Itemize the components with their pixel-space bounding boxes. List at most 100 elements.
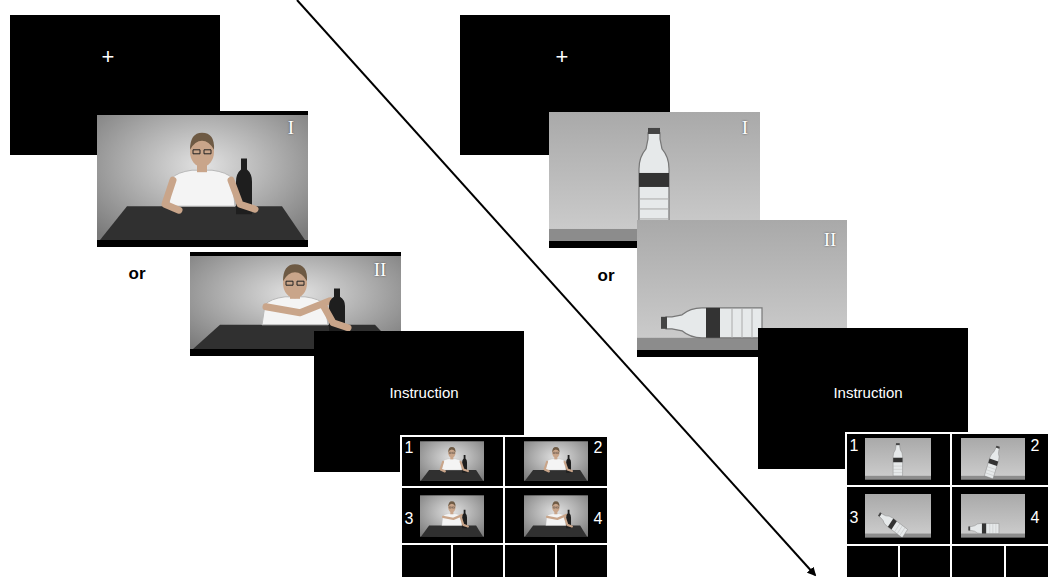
grid-ground	[400, 435, 609, 577]
floor	[961, 534, 1025, 540]
arm	[441, 462, 445, 471]
frame-bar	[524, 481, 588, 483]
frame-bar	[961, 538, 1025, 540]
shirt	[442, 459, 462, 470]
photo-backdrop	[420, 440, 484, 483]
photo-backdrop	[865, 494, 931, 540]
bottle-ridge	[639, 198, 669, 199]
bottle-label	[988, 459, 998, 466]
hair	[552, 447, 559, 452]
text-anchor: Instruction	[833, 384, 902, 402]
bottle-ridge	[989, 523, 990, 533]
glasses	[449, 507, 454, 508]
arm	[565, 462, 572, 471]
text-anchor: II	[824, 230, 837, 250]
option-number: 3	[850, 510, 859, 526]
screen-art	[845, 432, 1048, 577]
text-anchor: +	[556, 46, 569, 68]
frame-bar	[420, 537, 484, 539]
grid-ground	[845, 432, 1048, 577]
glasses	[193, 150, 211, 154]
text-anchor: II	[374, 260, 387, 280]
grid-line	[451, 544, 453, 577]
grid-line	[950, 432, 952, 577]
photo-backdrop	[865, 438, 931, 482]
frame-bar	[524, 494, 588, 495]
table	[525, 526, 587, 537]
plastic-bottle	[639, 128, 669, 229]
table	[525, 470, 587, 481]
bottle-body	[666, 308, 762, 338]
option-number: 4	[1031, 510, 1040, 526]
shirt	[442, 514, 462, 526]
thumbnail	[524, 440, 588, 483]
hair	[283, 264, 307, 281]
plastic-bottle	[893, 443, 902, 476]
frame-bar	[865, 538, 931, 540]
glasses	[553, 452, 558, 453]
option-number: 1	[850, 438, 859, 454]
shirt	[546, 459, 566, 470]
bottle-ridge	[995, 523, 996, 533]
frame-bar	[524, 440, 588, 441]
screen-text: Instruction	[833, 385, 902, 400]
arm	[266, 301, 330, 313]
photo-backdrop	[524, 440, 588, 483]
table	[421, 470, 483, 481]
text-anchor: 2	[594, 439, 603, 457]
text-anchor: Instruction	[389, 384, 458, 402]
text-anchor: I	[742, 118, 748, 138]
hair	[448, 447, 455, 452]
bottle-ridge	[893, 469, 902, 470]
glasses	[286, 281, 304, 285]
bottle-label	[893, 458, 902, 463]
grid-line	[845, 432, 1048, 434]
frame-bar	[524, 537, 588, 539]
arm	[324, 307, 348, 328]
bottle-label	[888, 519, 897, 530]
shirt	[169, 170, 235, 206]
option-number: 2	[594, 440, 603, 456]
text-anchor: 1	[405, 439, 414, 457]
photo-backdrop	[524, 494, 588, 539]
hair	[190, 133, 214, 150]
screen-text: +	[102, 46, 115, 68]
alternative-label: or	[129, 265, 146, 282]
text-anchor: 3	[405, 510, 414, 528]
bottle-label	[706, 308, 720, 338]
bottle-cap	[661, 317, 667, 329]
arm	[565, 517, 572, 527]
photo-backdrop	[420, 494, 484, 539]
plastic-bottle	[876, 510, 907, 538]
bottle-ridge	[893, 472, 902, 473]
bottle-cap	[896, 443, 900, 445]
frame-bar	[420, 494, 484, 495]
floor	[865, 476, 931, 482]
bottle-ridge	[752, 308, 753, 338]
photo-backdrop	[961, 494, 1025, 540]
option-number: 1	[405, 440, 414, 456]
photo-backdrop	[961, 438, 1025, 482]
frame-bar	[420, 440, 484, 441]
text-anchor: 2	[1031, 437, 1040, 455]
bottle-cap	[968, 526, 970, 530]
screen-art	[97, 111, 308, 247]
arm	[461, 462, 468, 471]
plastic-bottle	[661, 308, 762, 338]
thumbnail	[865, 494, 931, 540]
frame-bar	[420, 481, 484, 483]
bottle-ridge	[893, 466, 902, 467]
alternative-label: or	[598, 267, 615, 284]
screen-text: Instruction	[389, 385, 458, 400]
grid-line	[503, 435, 505, 577]
condition-numeral: II	[824, 230, 837, 249]
bottle-ridge	[900, 527, 905, 535]
bottle-ridge	[987, 467, 996, 470]
arm	[443, 515, 462, 519]
thumbnail	[865, 438, 931, 482]
grid-line	[845, 432, 847, 577]
bottle-cap	[996, 446, 1000, 449]
plastic-bottle	[968, 523, 999, 533]
condition-numeral: I	[288, 118, 294, 137]
bottle-body	[970, 523, 999, 533]
